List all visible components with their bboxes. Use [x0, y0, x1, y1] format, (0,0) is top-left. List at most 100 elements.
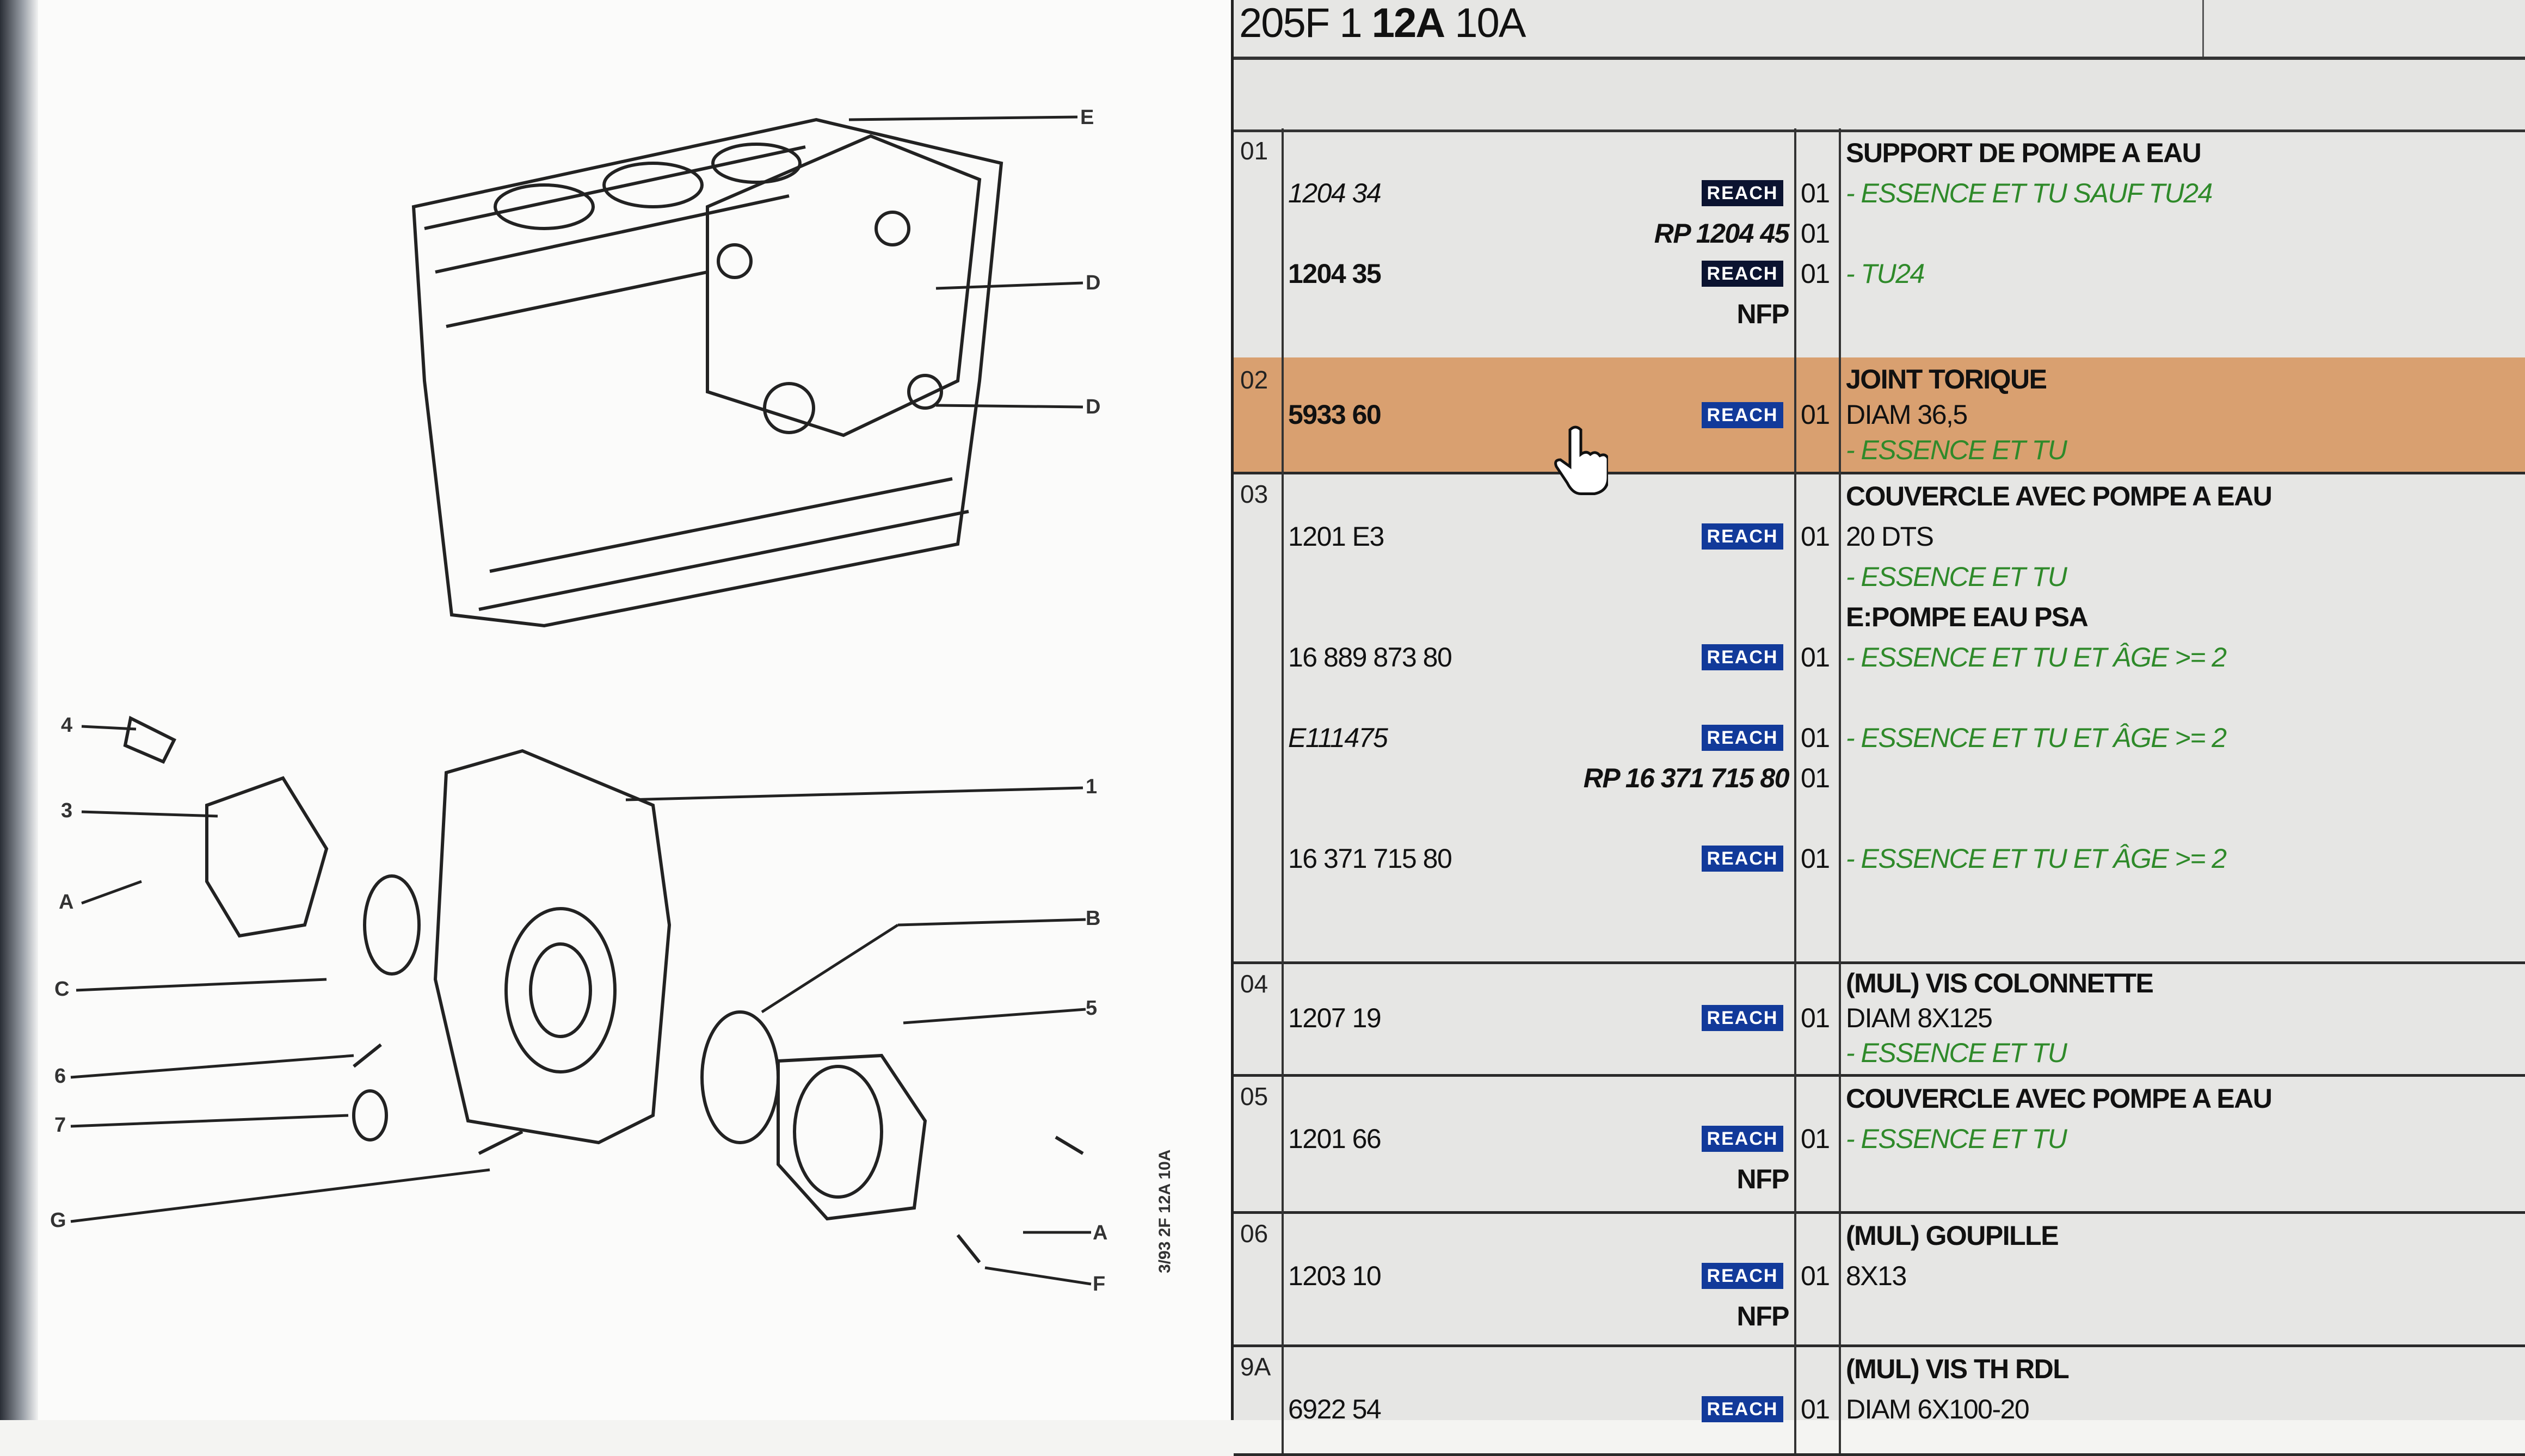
part-number[interactable]: 1204 34 [1288, 178, 1382, 208]
replacement-part-number[interactable]: RP 1204 45 [1654, 218, 1790, 249]
quantity: 01 [1801, 642, 1830, 673]
row-line: 1204 35 REACH 01 - TU24 [1234, 254, 2525, 294]
nfp-flag: NFP [1736, 1301, 1790, 1331]
row-line: (MUL) GOUPILLE [1234, 1216, 2525, 1256]
row-line: NFP [1234, 294, 2525, 334]
table-row[interactable]: 01 SUPPORT DE POMPE A EAU 1204 34 REACH 01 - … [1234, 128, 2525, 360]
row-line: NFP [1234, 1296, 2525, 1336]
column-divider [1794, 961, 1796, 1074]
quantity: 01 [1801, 178, 1830, 208]
column-divider [1794, 1211, 1796, 1344]
part-number[interactable]: E111475 [1288, 723, 1388, 753]
row-line: 1201 66 REACH 01 - ESSENCE ET TU [1234, 1119, 2525, 1159]
part-title: SUPPORT DE POMPE A EAU [1846, 138, 2202, 168]
item-number: 04 [1240, 970, 1268, 998]
reach-badge[interactable]: REACH [1702, 523, 1783, 550]
column-divider [1794, 357, 1796, 472]
reach-badge[interactable]: REACH [1702, 180, 1783, 206]
callout-D-upper: D [1086, 272, 1100, 294]
column-divider [1282, 1344, 1284, 1453]
quantity: 01 [1801, 1003, 1830, 1033]
part-number[interactable]: 6922 54 [1288, 1394, 1382, 1424]
callout-1: 1 [1086, 775, 1097, 798]
part-number[interactable]: 16 371 715 80 [1288, 843, 1452, 874]
row-line: SUPPORT DE POMPE A EAU [1234, 133, 2525, 173]
quantity: 01 [1801, 258, 1830, 289]
column-divider [1282, 1211, 1284, 1344]
part-description: DIAM 8X125 [1846, 1003, 1993, 1033]
part-number[interactable]: 1201 E3 [1288, 521, 1384, 552]
column-divider [1839, 1211, 1841, 1344]
column-divider [1839, 472, 1841, 961]
item-number: 9A [1240, 1353, 1271, 1381]
column-divider [1282, 472, 1284, 961]
quantity: 01 [1801, 723, 1830, 753]
callout-E: E [1080, 106, 1094, 129]
reach-badge[interactable]: REACH [1702, 402, 1783, 428]
part-description: - ESSENCE ET TU [1846, 1124, 2067, 1154]
row-line: 1203 10 REACH 01 8X13 [1234, 1256, 2525, 1296]
part-description: 20 DTS [1846, 521, 1934, 552]
part-description: - ESSENCE ET TU [1846, 435, 2067, 465]
part-title: COUVERCLE AVEC POMPE A EAU [1846, 481, 2272, 511]
reach-badge[interactable]: REACH [1702, 1126, 1783, 1152]
column-divider [1282, 961, 1284, 1074]
part-title: COUVERCLE AVEC POMPE A EAU [1846, 1083, 2272, 1114]
item-number: 01 [1240, 137, 1268, 165]
quantity: 01 [1801, 399, 1830, 430]
callout-6: 6 [54, 1065, 66, 1088]
part-description: - ESSENCE ET TU [1846, 1038, 2067, 1068]
part-title: JOINT TORIQUE [1846, 364, 2047, 394]
column-divider [1282, 128, 1284, 357]
part-description: - ESSENCE ET TU [1846, 562, 2067, 592]
part-description: - TU24 [1846, 258, 1925, 289]
column-divider [1839, 1074, 1841, 1211]
reach-badge[interactable]: REACH [1702, 261, 1783, 287]
part-description: DIAM 36,5 [1846, 399, 1968, 430]
table-header-band [1234, 57, 2525, 132]
callout-D-lower: D [1086, 396, 1100, 418]
row-line: (MUL) VIS TH RDL [1234, 1349, 2525, 1389]
nfp-flag: NFP [1736, 299, 1790, 329]
reach-badge[interactable]: REACH [1702, 1005, 1783, 1031]
row-line: (MUL) VIS COLONNETTE [1234, 966, 2525, 1001]
part-number[interactable]: 1203 10 [1288, 1261, 1382, 1291]
reach-badge[interactable]: REACH [1702, 1396, 1783, 1422]
part-description: 8X13 [1846, 1261, 1907, 1291]
column-divider [1839, 961, 1841, 1074]
quantity: 01 [1801, 1261, 1830, 1291]
part-number[interactable]: 1207 19 [1288, 1003, 1382, 1033]
water-pump-cover-outline [123, 715, 1084, 1263]
part-number[interactable]: 5933 60 [1288, 399, 1382, 430]
reach-badge[interactable]: REACH [1702, 644, 1783, 670]
callout-A-right: A [1093, 1221, 1107, 1244]
column-divider [1794, 1344, 1796, 1453]
reach-badge[interactable]: REACH [1702, 846, 1783, 872]
replacement-part-number[interactable]: RP 16 371 715 80 [1583, 763, 1790, 793]
part-number[interactable]: 1204 35 [1288, 258, 1382, 289]
row-line: COUVERCLE AVEC POMPE A EAU [1234, 476, 2525, 516]
column-divider [1282, 357, 1284, 472]
part-description: - ESSENCE ET TU ET ÂGE >= 2 [1846, 642, 2227, 673]
water-pump-exploded-drawing: E D D 4 3 A C 6 7 G 1 B 5 A F 3/93 2F 12… [50, 106, 1174, 1295]
part-number[interactable]: 1201 66 [1288, 1124, 1382, 1154]
part-number[interactable]: 16 889 873 80 [1288, 642, 1452, 673]
quantity: 01 [1801, 1124, 1830, 1154]
row-line: NFP [1234, 1159, 2525, 1199]
row-line: 16 889 873 80 REACH 01 - ESSENCE ET TU ET Â… [1234, 637, 2525, 677]
reach-badge[interactable]: REACH [1702, 1263, 1783, 1289]
reach-badge[interactable]: REACH [1702, 725, 1783, 751]
item-number: 06 [1240, 1219, 1268, 1248]
exploded-diagram-panel: E D D 4 3 A C 6 7 G 1 B 5 A F 3/93 2F 12… [0, 0, 1231, 1420]
